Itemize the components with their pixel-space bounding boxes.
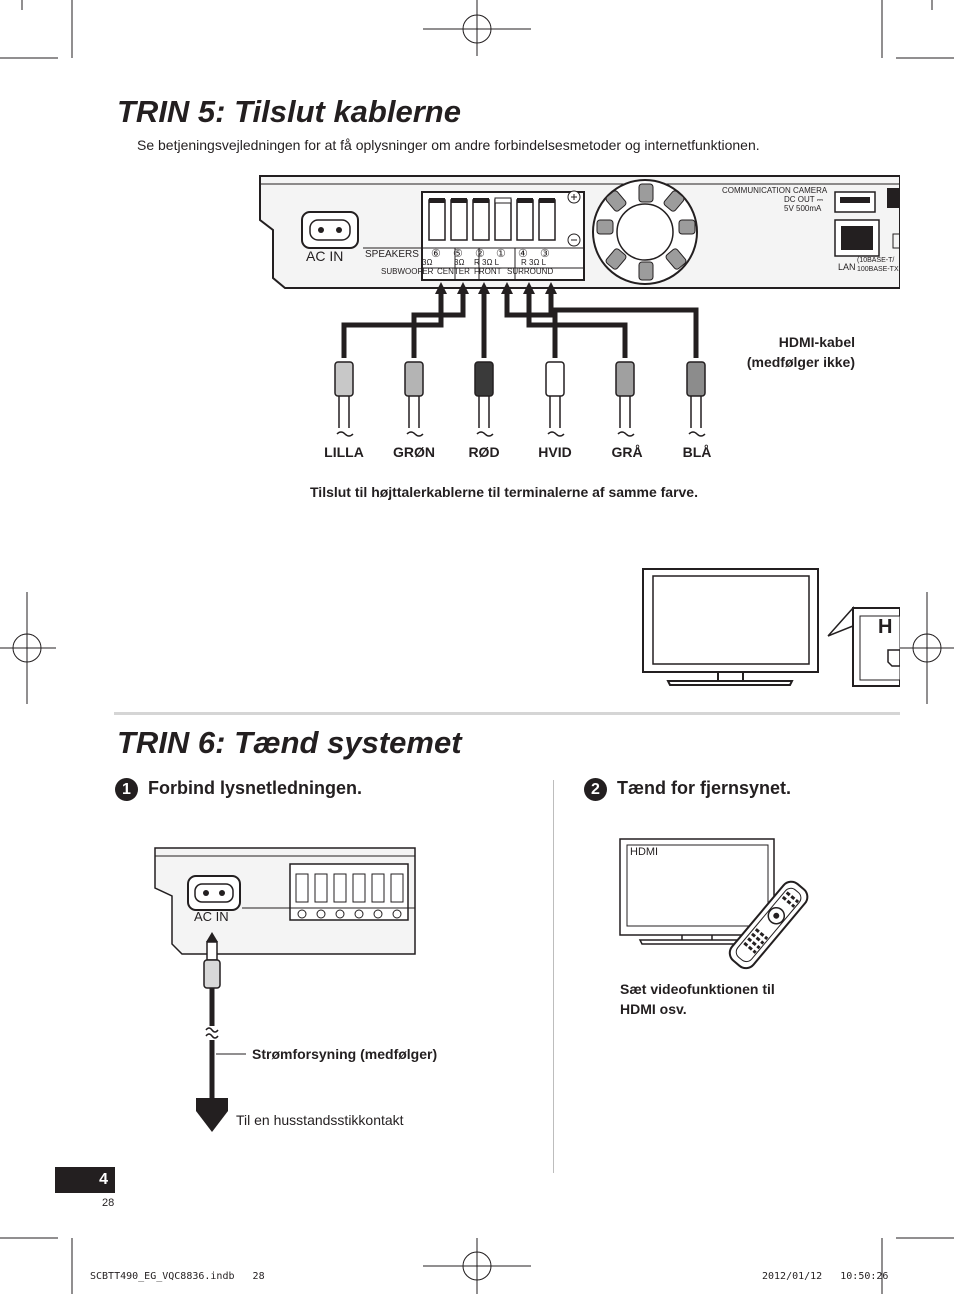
power-cord-label: Strømforsyning (medfølger)	[252, 1046, 438, 1062]
tv-diagram	[642, 568, 900, 687]
cable-label-gron: GRØN	[393, 444, 435, 460]
step6-title: TRIN 6: Tænd systemet	[117, 725, 462, 760]
outlet-label: Til en husstandsstikkontakt	[236, 1112, 404, 1128]
tv-note-line1: Sæt videofunktionen til	[620, 981, 775, 997]
rear-panel-diagram	[259, 175, 900, 437]
cable-label-bla: BLÅ	[682, 444, 712, 460]
step-number-1: 1	[115, 778, 138, 801]
cable-label-rod: RØD	[468, 444, 500, 460]
front-rl-label: R 3Ω L	[474, 258, 500, 267]
speaker-caption: Tilslut til højttalerkablerne til termin…	[310, 484, 698, 500]
section-divider	[114, 712, 900, 715]
terminal-num-4: ④	[518, 248, 528, 260]
datetime-slug: 2012/01/12 10:50:26	[762, 1271, 889, 1282]
surround-label: SURROUND	[507, 267, 554, 276]
step6-sub1-text: Forbind lysnetledningen.	[148, 778, 363, 798]
lan-base-tx: 100BASE-TX	[857, 266, 899, 273]
step5-title: TRIN 5: Tilslut kablerne	[117, 94, 461, 129]
cable-label-lilla: LILLA	[324, 444, 364, 460]
cable-label-hvid: HVID	[538, 444, 572, 460]
power-diagram	[154, 847, 416, 1132]
column-divider	[553, 780, 554, 1173]
surround-rl-label: R 3Ω L	[521, 258, 547, 267]
file-slug: SCBTT490_EG_VQC8836.indb 28	[90, 1271, 265, 1282]
step5-intro: Se betjeningsvejledningen for at få oply…	[137, 137, 760, 153]
ohm-label-1: 3Ω	[422, 258, 433, 267]
terminal-num-6: ⑥	[431, 248, 441, 260]
lan-base-t: (10BASE-T/	[857, 257, 895, 264]
ohm-label-2: 3Ω	[454, 258, 465, 267]
tv-remote-diagram	[619, 838, 809, 970]
page-number-box: 4	[55, 1167, 115, 1193]
comm-camera-label: COMMUNICATION CAMERA	[722, 186, 828, 195]
ac-in-label-2: AC IN	[194, 909, 229, 924]
cable-label-gra: GRÅ	[611, 444, 643, 460]
hdmi-logo-mark: H	[878, 616, 893, 638]
terminal-num-3: ③	[540, 248, 550, 260]
dc-rating-label: 5V 500mA	[784, 204, 822, 213]
hdmi-cable-label-1: HDMI-kabel	[778, 334, 855, 350]
sub-page-number: 28	[102, 1197, 115, 1209]
front-label: FRONT	[474, 267, 502, 276]
hdmi-cable-label-2: (medfølger ikke)	[746, 354, 855, 370]
step-number-2: 2	[584, 778, 607, 801]
ac-in-label: AC IN	[306, 248, 344, 264]
terminal-num-1: ①	[496, 248, 506, 260]
dc-out-label: DC OUT ⎓	[784, 195, 824, 204]
page-number: 4	[99, 1171, 108, 1188]
speakers-label: SPEAKERS	[365, 249, 419, 260]
lan-label: LAN	[838, 262, 856, 272]
terminal-num-5: ⑤	[453, 248, 463, 260]
tv-note-line2: HDMI osv.	[620, 1001, 687, 1017]
subwoofer-label: SUBWOOFER	[381, 267, 434, 276]
center-label: CENTER	[437, 267, 470, 276]
terminal-num-2: ②	[475, 248, 485, 260]
step6-sub1: 1	[115, 778, 138, 801]
tv-hdmi-label: HDMI	[630, 846, 659, 858]
step6-sub2-text: Tænd for fjernsynet.	[617, 778, 792, 798]
step6-sub2: 2	[584, 778, 607, 801]
